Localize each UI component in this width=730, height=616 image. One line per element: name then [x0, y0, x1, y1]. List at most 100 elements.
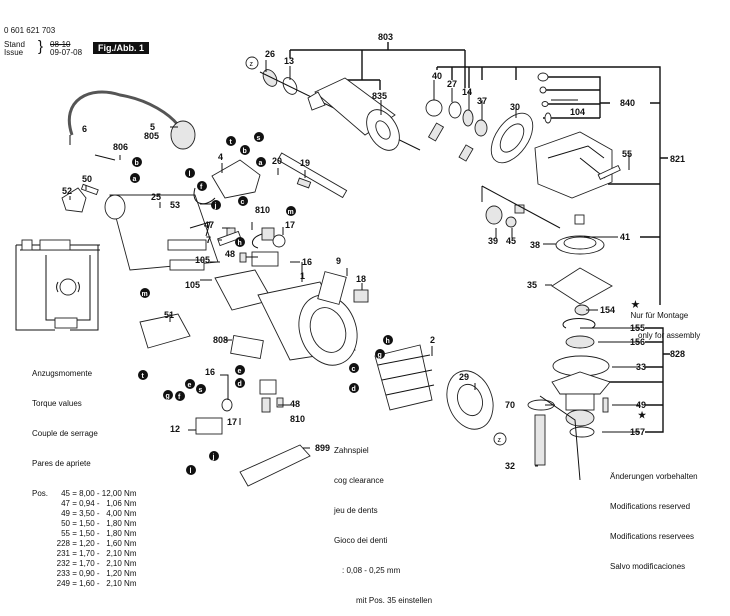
- bracket-7: [217, 230, 242, 247]
- torque-pos: 232: [56, 559, 70, 568]
- torque-row: 228 = 1,20 - 1,60 Nm: [32, 539, 137, 549]
- callout-808: 808: [213, 335, 228, 345]
- svg-text:f: f: [178, 394, 181, 401]
- torque-title-de: Anzugsmomente: [32, 369, 93, 378]
- bearing-37: [474, 119, 488, 137]
- exploded-parts-diagram: 803 26 13 835 40 27 14 37 30 840 104 821…: [15, 32, 685, 487]
- connector-markers: b a t b s a l f c j m h m t g f e s e d …: [130, 56, 507, 475]
- star-icon: ★: [630, 299, 641, 311]
- torque-row: 249 = 1,60 - 2,10 Nm: [32, 579, 137, 589]
- spring-19: [296, 177, 312, 189]
- torque-pos: 47: [61, 499, 70, 508]
- callout-40: 40: [432, 71, 442, 81]
- callout-7: 7: [206, 235, 211, 245]
- connector-a-1: a: [130, 173, 140, 183]
- callout-806: 806: [113, 142, 128, 152]
- connector-c-1: c: [238, 196, 248, 206]
- connector-g-2: g: [375, 349, 385, 359]
- callout-70: 70: [505, 400, 515, 410]
- torque-pos: 231: [56, 549, 70, 558]
- torque-row: 231 = 1,70 - 2,10 Nm: [32, 549, 137, 559]
- callout-157: 157: [630, 427, 645, 437]
- callout-16b: 16: [205, 367, 215, 377]
- connector-s-1: s: [254, 132, 264, 142]
- bearing-156: [565, 335, 595, 349]
- torque-row: 47 = 0,94 - 1,06 Nm: [32, 499, 137, 509]
- callout-49-star: ★: [638, 410, 647, 420]
- callout-17b: 17: [227, 417, 237, 427]
- torque-pos-label: Pos.: [32, 489, 49, 498]
- callout-19: 19: [300, 158, 310, 168]
- spring-17b: [221, 398, 233, 412]
- nut-45: [505, 216, 517, 228]
- callout-17a: 17: [285, 220, 295, 230]
- circlip-40: [425, 99, 443, 117]
- callout-27: 27: [447, 79, 457, 89]
- connector-f-1: f: [197, 181, 207, 191]
- cog-line-fr: jeu de dents: [334, 506, 378, 515]
- svg-text:e: e: [188, 382, 192, 389]
- armature-assembly: [259, 69, 421, 151]
- screw-50: [80, 183, 99, 196]
- brush-holder-16: [251, 251, 279, 267]
- bearing-157: [565, 409, 595, 427]
- bearing-flange: [551, 371, 611, 395]
- connector-m-2: m: [140, 288, 150, 298]
- connector-a-2: a: [256, 157, 266, 167]
- torque-range: 8,00 - 12,00 Nm: [79, 489, 137, 498]
- callout-33: 33: [636, 362, 646, 372]
- callout-2: 2: [430, 335, 435, 345]
- svg-text:s: s: [257, 135, 261, 142]
- callout-105b: 105: [185, 280, 200, 290]
- callout-30: 30: [510, 102, 520, 112]
- svg-text:z: z: [250, 61, 254, 68]
- torque-pos: 49: [61, 509, 70, 518]
- callout-828: 828: [670, 349, 685, 359]
- cord-and-motor: [61, 90, 219, 271]
- callout-810b: 810: [290, 414, 305, 424]
- callout-18: 18: [356, 274, 366, 284]
- callout-48b: 48: [290, 399, 300, 409]
- cog-line-de: Zahnspiel: [334, 446, 369, 455]
- ring-27: [448, 101, 462, 119]
- connector-l-1: l: [185, 168, 195, 178]
- equals-sign: =: [70, 489, 80, 498]
- callout-12: 12: [170, 424, 180, 434]
- callout-labels: 803 26 13 835 40 27 14 37 30 840 104 821…: [62, 32, 685, 471]
- equals-sign: =: [70, 539, 80, 548]
- label-808: [230, 335, 264, 359]
- callout-25: 25: [151, 192, 161, 202]
- gasket-35: [551, 267, 613, 305]
- callout-154: 154: [600, 305, 615, 315]
- bracket-lines: [289, 42, 670, 433]
- callout-835: 835: [372, 91, 387, 101]
- svg-text:d: d: [238, 381, 242, 388]
- torque-row: 50 = 1,50 - 1,80 Nm: [32, 519, 137, 529]
- callout-16a: 16: [302, 257, 312, 267]
- torque-title-es: Pares de apriete: [32, 459, 91, 468]
- brace-icon: }: [38, 38, 44, 55]
- torque-range: 1,20 - 1,60 Nm: [79, 539, 137, 548]
- torque-range: 1,50 - 1,80 Nm: [79, 529, 137, 538]
- torque-range: 0,94 - 1,06 Nm: [79, 499, 137, 508]
- callout-13: 13: [284, 56, 294, 66]
- callout-105a: 105: [195, 255, 210, 265]
- torque-pos: 50: [61, 519, 70, 528]
- cog-clearance-note: mit Pos. 35 einstellen: [356, 596, 433, 605]
- wire-53: [193, 187, 216, 205]
- stand-label: Stand: [4, 40, 25, 49]
- connector-t-2: t: [138, 370, 148, 380]
- callout-20: 20: [272, 156, 282, 166]
- connector-l-2: l: [186, 465, 196, 475]
- cog-line-it: Gioco dei denti: [334, 536, 388, 545]
- callout-39: 39: [488, 236, 498, 246]
- label-9: [317, 271, 347, 305]
- part-number: 0 601 621 703: [4, 26, 56, 35]
- cog-line-en: cog clearance: [334, 476, 384, 485]
- stand-value: 08-10: [50, 40, 71, 49]
- svg-text:d: d: [352, 386, 356, 393]
- callout-41: 41: [620, 232, 630, 242]
- connector-b-1: b: [132, 157, 142, 167]
- connector-g-1: g: [163, 390, 173, 400]
- switch-and-brush-parts: [139, 152, 494, 487]
